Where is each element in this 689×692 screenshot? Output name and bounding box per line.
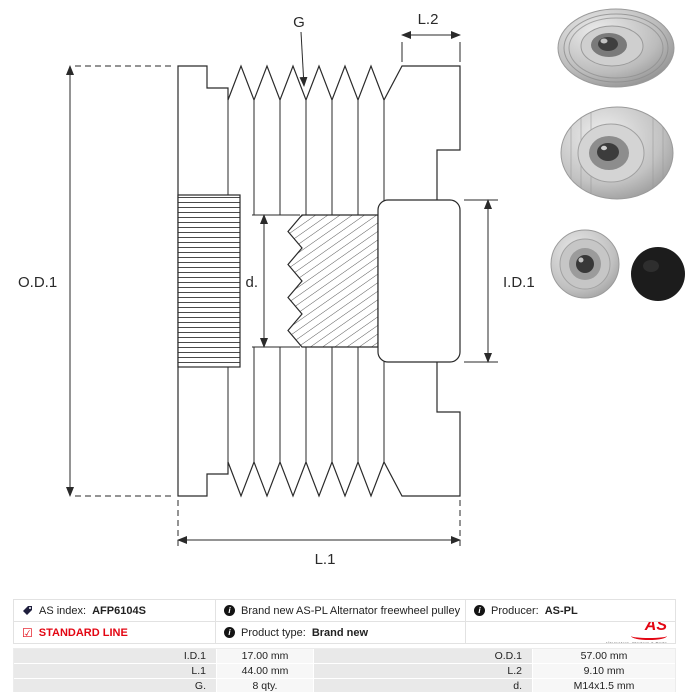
spec-value: 57.00 mm (533, 649, 675, 663)
threaded-bore (287, 214, 379, 348)
dimension-d: d. (245, 214, 300, 348)
as-index-cell: AS index: AFP6104S (14, 600, 216, 622)
description-cell: i Brand new AS-PL Alternator freewheel p… (216, 600, 466, 622)
spec-label: I.D.1 (14, 649, 216, 663)
as-pl-logo-tagline: Alternators, Starters & Parts (605, 641, 667, 644)
info-icon: i (474, 605, 485, 616)
product-type-label: Product type: (241, 626, 306, 639)
product-type-value: Brand new (311, 626, 369, 639)
standard-line-cell: ☑ STANDARD LINE (14, 622, 216, 644)
dimension-od1: O.D.1 (18, 65, 172, 497)
dim-label-l2: L.2 (418, 11, 439, 28)
tag-icon (23, 606, 32, 615)
as-index-label: AS index: (39, 604, 87, 617)
info-icon: i (224, 627, 235, 638)
spec-value: 8 qty. (217, 679, 313, 692)
hub-end-cap (377, 199, 461, 363)
product-header-grid: AS index: AFP6104S i Brand new AS-PL Alt… (13, 599, 676, 644)
knurled-hub-section (177, 194, 241, 368)
dimension-id1: I.D.1 (464, 199, 535, 363)
standard-line-badge: STANDARD LINE (38, 626, 128, 639)
spec-table: I.D.1 17.00 mm O.D.1 57.00 mm L.1 44.00 … (13, 648, 676, 692)
producer-cell: i Producer: AS-PL (466, 600, 675, 622)
spec-value: 44.00 mm (217, 664, 313, 678)
spec-label: O.D.1 (314, 649, 532, 663)
as-index-value: AFP6104S (92, 604, 146, 617)
spec-label: L.1 (14, 664, 216, 678)
as-pl-logo: AS Alternators, Starters & Parts (605, 622, 667, 644)
dim-label-g: G (293, 14, 305, 31)
producer-value: AS-PL (544, 604, 578, 617)
pulley-technical-drawing: O.D.1 L.1 L.2 G d. (18, 11, 535, 568)
photo-row-front-and-cap (548, 225, 687, 303)
dimension-l1: L.1 (177, 500, 461, 568)
product-photos (546, 5, 688, 303)
pulley-photo-angled (557, 8, 674, 88)
product-type-cell: i Product type: Brand new (216, 622, 466, 644)
black-cap-photo (630, 247, 685, 301)
as-pl-logo-text: AS (644, 622, 667, 635)
dim-label-id1: I.D.1 (503, 274, 535, 291)
dimension-g: G (293, 14, 308, 87)
spec-label: L.2 (314, 664, 532, 678)
spec-value: 9.10 mm (533, 664, 675, 678)
brand-logo-cell: AS Alternators, Starters & Parts (466, 622, 675, 644)
dimension-l2: L.2 (401, 11, 461, 62)
dim-label-od1: O.D.1 (18, 274, 57, 291)
spec-label: G. (14, 679, 216, 692)
spec-label: d. (314, 679, 532, 692)
spec-value: 17.00 mm (217, 649, 313, 663)
dim-label-l1: L.1 (315, 551, 336, 568)
product-info-panel: AS index: AFP6104S i Brand new AS-PL Alt… (13, 599, 676, 692)
dim-label-d: d. (245, 274, 258, 291)
checkbox-icon: ☑ (22, 625, 33, 640)
as-pl-logo-swoosh (631, 632, 667, 641)
producer-label: Producer: (491, 604, 539, 617)
info-icon: i (224, 605, 235, 616)
pulley-photo-side (560, 106, 674, 200)
spec-value: M14x1.5 mm (533, 679, 675, 692)
product-description: Brand new AS-PL Alternator freewheel pul… (241, 604, 461, 617)
pulley-photo-front (550, 229, 619, 299)
